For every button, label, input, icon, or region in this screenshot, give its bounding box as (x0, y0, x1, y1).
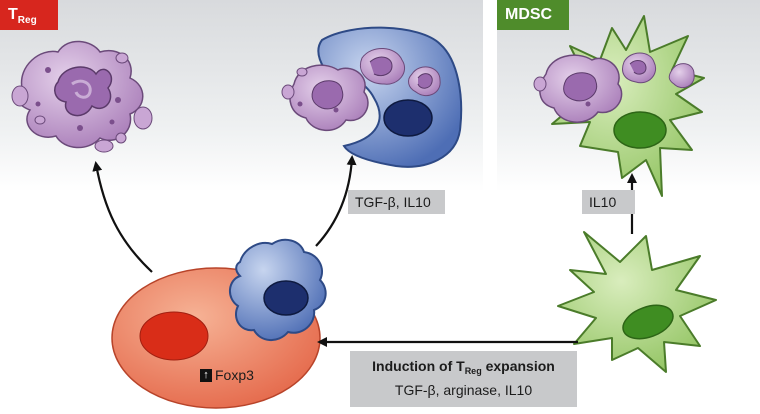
tgf-il10-label: TGF-β, IL10 (348, 190, 445, 214)
dendritic-cell (229, 238, 327, 341)
induction-factors: TGF-β, arginase, IL10 (394, 382, 533, 398)
foxp3-text: Foxp3 (215, 367, 254, 383)
induction-sub: Reg (464, 366, 482, 376)
mdsc-cell-phagocytosing (533, 15, 705, 197)
foxp3-label: ↑ Foxp3 (200, 367, 254, 383)
induction-suffix: expansion (481, 358, 555, 374)
arrow-dc-to-phagocytosis (315, 155, 357, 247)
treg-label-main: T (8, 6, 18, 23)
treg-label-tag: TReg (0, 0, 58, 30)
granulocyte-cell (11, 40, 153, 153)
treg-label-sub: Reg (17, 15, 37, 26)
tgf-il10-text: TGF-β, IL10 (355, 194, 431, 210)
mdsc-cell (557, 231, 717, 373)
arrow-treg-to-granulocyte (92, 161, 153, 273)
up-arrow-icon: ↑ (200, 368, 212, 382)
induction-title: Induction of TReg expansion (350, 358, 577, 376)
induction-prefix: Induction of T (372, 358, 465, 374)
il10-text: IL10 (589, 194, 617, 210)
mdsc-label-tag: MDSC (497, 0, 569, 30)
dendritic-cell-phagocytosing (281, 26, 463, 168)
il10-label: IL10 (582, 190, 635, 214)
induction-label: Induction of TReg expansion TGF-β, argin… (350, 351, 577, 407)
mdsc-label: MDSC (505, 6, 553, 23)
